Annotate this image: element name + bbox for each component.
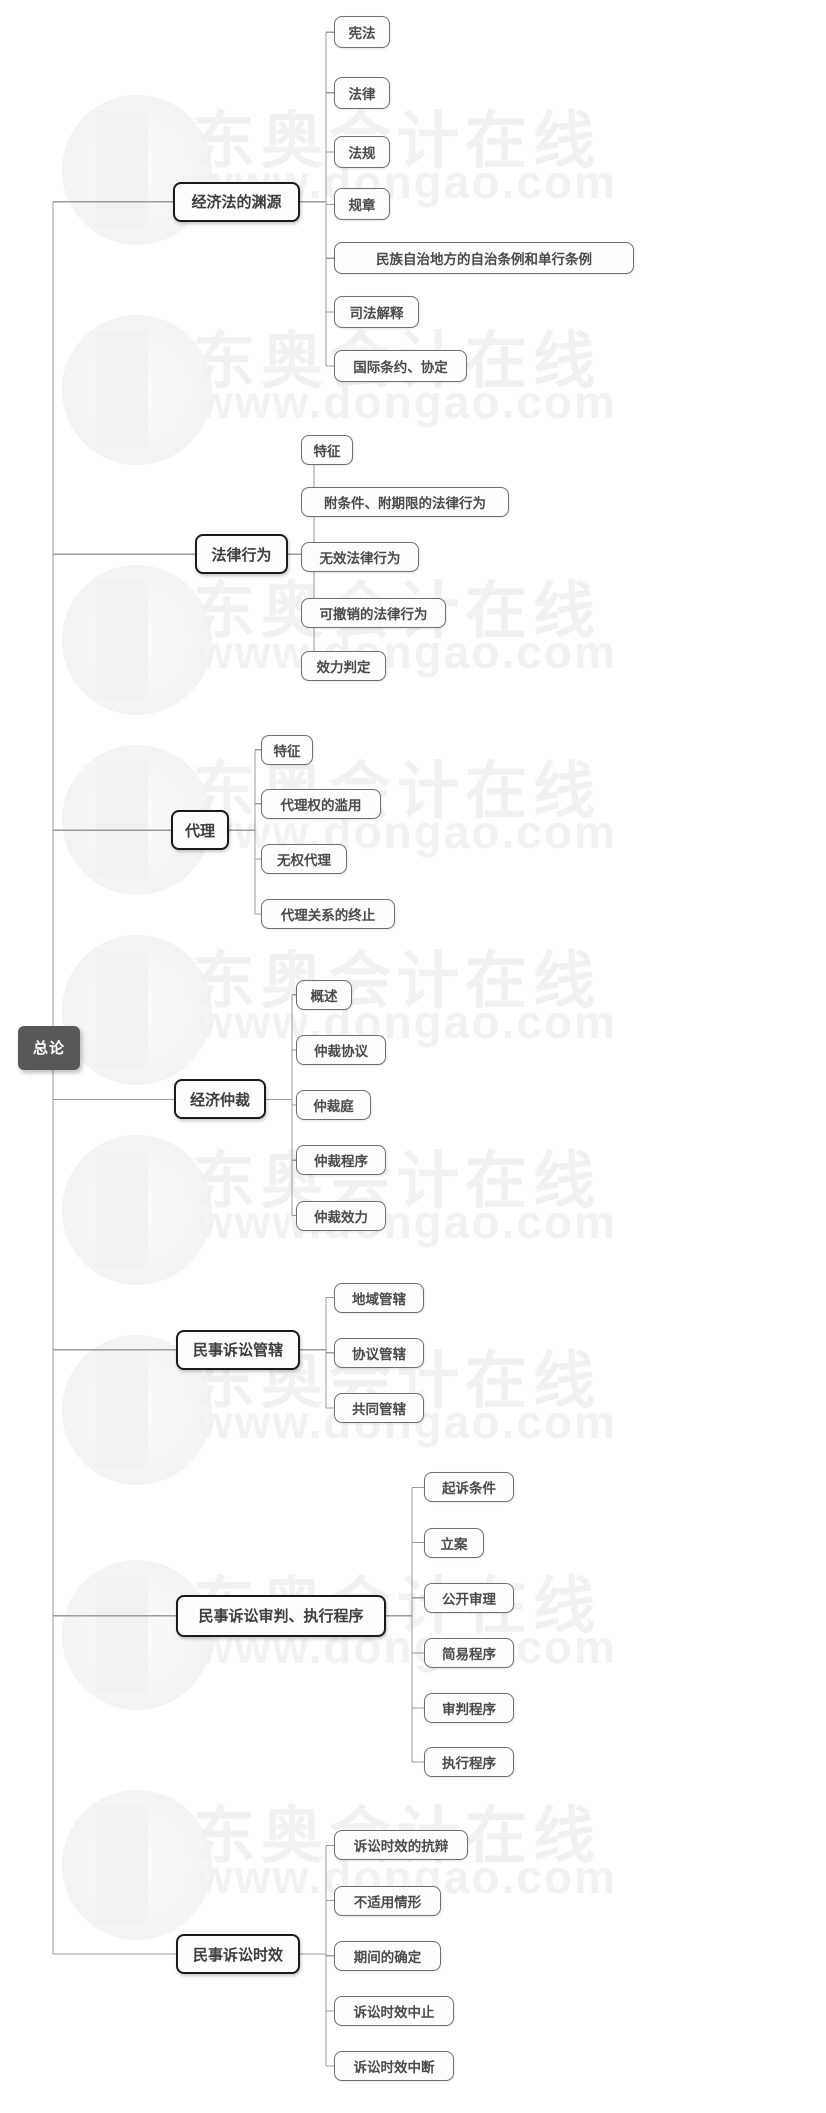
dongao-logo-watermark	[62, 315, 212, 465]
dongao-logo-watermark	[62, 565, 212, 715]
branch-node-2[interactable]: 代理	[171, 810, 229, 851]
dongao-logo-watermark	[62, 1135, 212, 1285]
url-watermark: www.dongao.com	[197, 626, 617, 678]
leaf-node-4-0[interactable]: 地域管辖	[334, 1282, 424, 1313]
leaf-node-2-0[interactable]: 特征	[261, 734, 313, 765]
url-watermark: www.dongao.com	[197, 806, 617, 858]
leaf-node-1-3[interactable]: 可撤销的法律行为	[301, 597, 446, 628]
leaf-node-6-1[interactable]: 不适用情形	[334, 1885, 441, 1916]
leaf-node-6-0[interactable]: 诉讼时效的抗辩	[334, 1830, 468, 1861]
leaf-node-4-1[interactable]: 协议管辖	[334, 1337, 424, 1368]
root-node[interactable]: 总论	[18, 1025, 80, 1070]
url-watermark: www.dongao.com	[197, 1196, 617, 1248]
leaf-node-1-0[interactable]: 特征	[301, 434, 353, 465]
leaf-node-0-6[interactable]: 国际条约、协定	[334, 349, 467, 382]
leaf-node-6-2[interactable]: 期间的确定	[334, 1940, 441, 1971]
leaf-node-5-2[interactable]: 公开审理	[424, 1582, 514, 1613]
brand-watermark: 东奥会计在线	[193, 1147, 602, 1216]
url-watermark: www.dongao.com	[197, 376, 617, 428]
leaf-node-5-1[interactable]: 立案	[424, 1527, 484, 1558]
leaf-node-0-2[interactable]: 法规	[334, 135, 390, 168]
leaf-node-0-3[interactable]: 规章	[334, 188, 390, 221]
leaf-node-5-4[interactable]: 审判程序	[424, 1693, 514, 1724]
branch-node-6[interactable]: 民事诉讼时效	[176, 1934, 300, 1974]
leaf-node-3-0[interactable]: 概述	[296, 979, 352, 1010]
leaf-node-2-3[interactable]: 代理关系的终止	[261, 899, 395, 930]
leaf-node-3-4[interactable]: 仲裁效力	[296, 1200, 386, 1231]
leaf-node-3-3[interactable]: 仲裁程序	[296, 1145, 386, 1176]
dongao-logo-watermark	[62, 1790, 212, 1940]
leaf-node-0-4[interactable]: 民族自治地方的自治条例和单行条例	[334, 242, 634, 275]
leaf-node-6-4[interactable]: 诉讼时效中断	[334, 2051, 454, 2082]
leaf-node-2-2[interactable]: 无权代理	[261, 843, 347, 874]
branch-node-1[interactable]: 法律行为	[195, 534, 288, 575]
brand-watermark: 东奥会计在线	[193, 107, 602, 176]
dongao-logo-watermark	[62, 935, 212, 1085]
leaf-node-0-5[interactable]: 司法解释	[334, 296, 419, 329]
leaf-node-0-0[interactable]: 宪法	[334, 16, 390, 49]
leaf-node-1-2[interactable]: 无效法律行为	[301, 542, 419, 573]
branch-node-0[interactable]: 经济法的渊源	[173, 181, 300, 222]
leaf-node-5-0[interactable]: 起诉条件	[424, 1472, 514, 1503]
leaf-node-5-5[interactable]: 执行程序	[424, 1746, 514, 1777]
brand-watermark: 东奥会计在线	[193, 947, 602, 1016]
branch-node-3[interactable]: 经济仲裁	[174, 1079, 266, 1120]
leaf-node-5-3[interactable]: 简易程序	[424, 1637, 514, 1668]
leaf-node-1-4[interactable]: 效力判定	[301, 651, 386, 682]
dongao-logo-watermark	[62, 95, 212, 245]
branch-node-4[interactable]: 民事诉讼管辖	[176, 1329, 300, 1370]
leaf-node-3-1[interactable]: 仲裁协议	[296, 1034, 386, 1065]
leaf-node-1-1[interactable]: 附条件、附期限的法律行为	[301, 487, 509, 518]
branch-node-5[interactable]: 民事诉讼审判、执行程序	[176, 1594, 386, 1637]
url-watermark: www.dongao.com	[197, 996, 617, 1048]
leaf-node-3-2[interactable]: 仲裁庭	[296, 1090, 371, 1121]
leaf-node-2-1[interactable]: 代理权的滥用	[261, 788, 381, 819]
leaf-node-4-2[interactable]: 共同管辖	[334, 1392, 424, 1423]
leaf-node-0-1[interactable]: 法律	[334, 76, 390, 109]
brand-watermark: 东奥会计在线	[193, 757, 602, 826]
leaf-node-6-3[interactable]: 诉讼时效中止	[334, 1995, 454, 2026]
